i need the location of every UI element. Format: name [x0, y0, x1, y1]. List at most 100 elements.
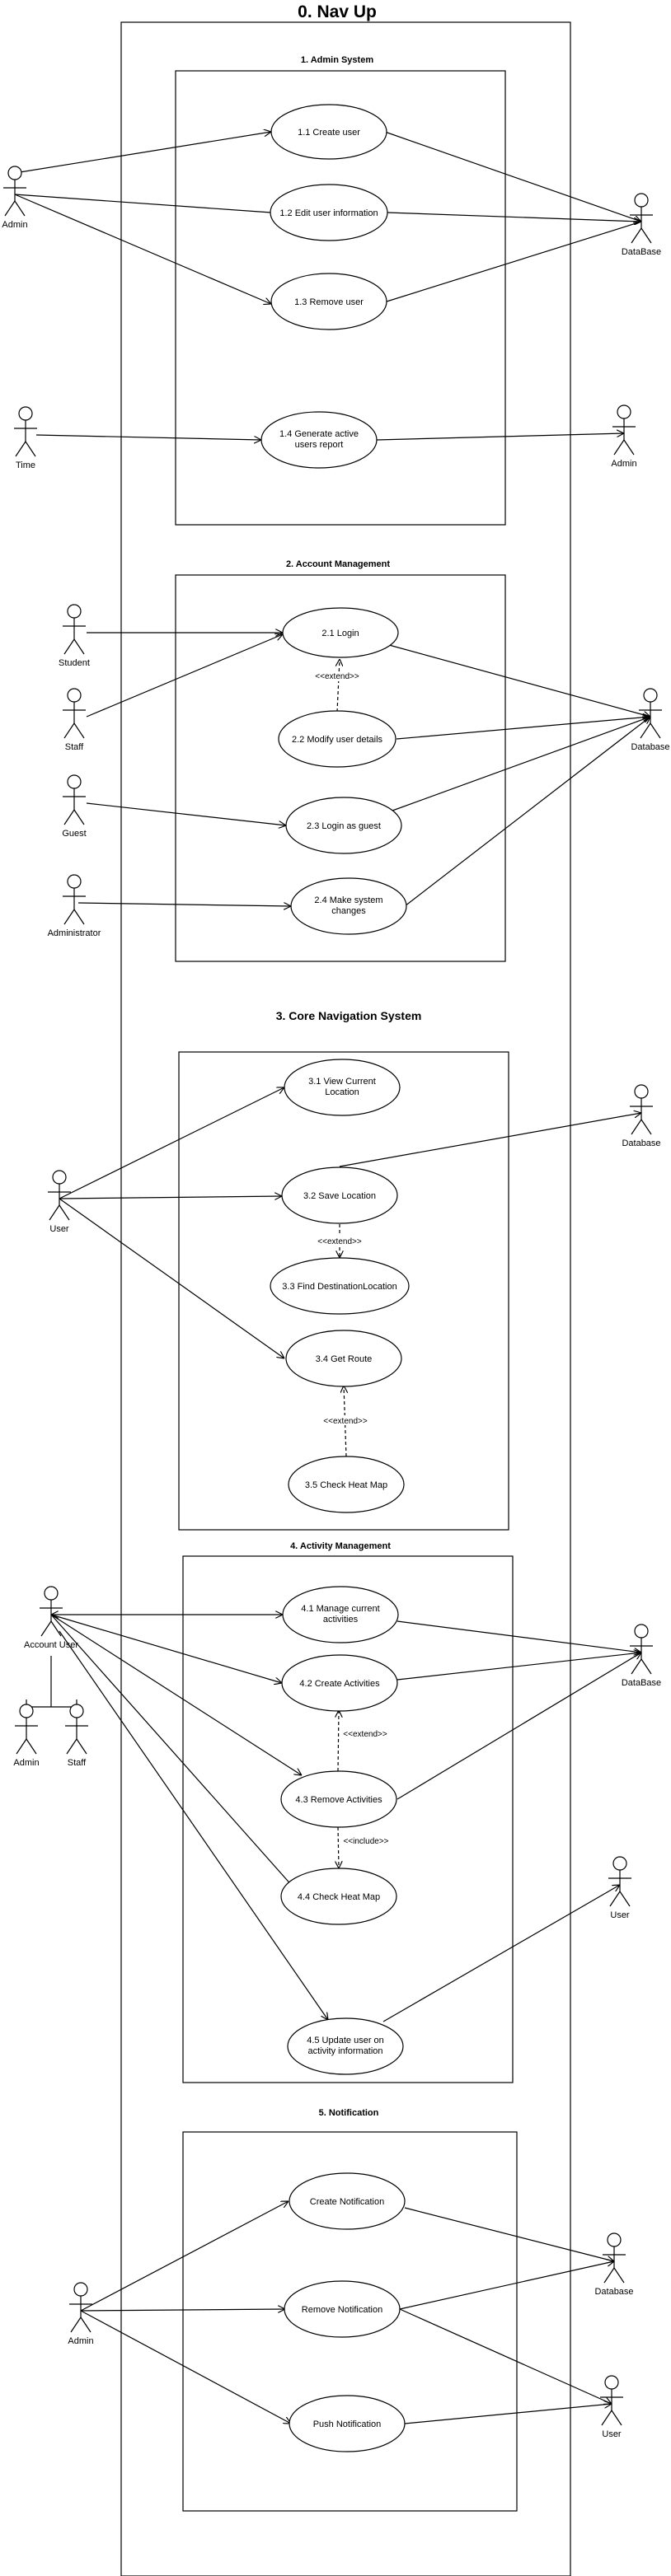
section-1-frame [175, 70, 506, 526]
actor-account-user[interactable]: Account User [24, 1586, 78, 1650]
svg-text:Push Notification: Push Notification [313, 2419, 382, 2429]
svg-text:3.4 Get Route: 3.4 Get Route [316, 1354, 373, 1364]
svg-text:3.2 Save Location: 3.2 Save Location [303, 1191, 376, 1201]
section-4-frame [182, 1555, 514, 2083]
actor-guest[interactable]: Guest [62, 774, 87, 839]
use-case-3-5[interactable]: 3.5 Check Heat Map [288, 1456, 405, 1513]
use-case-2-3[interactable]: 2.3 Login as guest [285, 797, 402, 854]
svg-text:2.2 Modify user details: 2.2 Modify user details [292, 735, 383, 745]
actor-database-4[interactable]: DataBase [622, 1624, 661, 1688]
actor-admin-1b[interactable]: Admin [611, 404, 637, 469]
actor-admin-1[interactable]: Admin [2, 166, 28, 230]
use-case-create-notification[interactable]: Create Notification [289, 2172, 406, 2230]
use-case-4-2[interactable]: 4.2 Create Activities [281, 1654, 398, 1712]
actor-admin-5-label: Admin [68, 2336, 93, 2346]
section-activity-management: 4. Activity Management <<extend>> <<incl… [50, 1541, 641, 2083]
use-case-3-3[interactable]: 3.3 Find DestinationLocation [270, 1257, 410, 1315]
section-2-frame [175, 574, 506, 962]
actor-database-1[interactable]: DataBase [622, 193, 661, 257]
actor-user-4[interactable]: User [608, 1856, 631, 1920]
actor-administrator-label: Administrator [48, 928, 101, 938]
svg-text:4.2 Create Activities: 4.2 Create Activities [299, 1679, 380, 1689]
use-case-1-3[interactable]: 1.3 Remove user [270, 273, 387, 330]
actor-database-3[interactable]: Database [622, 1084, 661, 1148]
svg-text:2.3 Login as guest: 2.3 Login as guest [307, 821, 381, 831]
actor-user-4-label: User [610, 1910, 630, 1920]
section-account-management: 2. Account Management <<extend>> 2.1 Log… [77, 559, 650, 962]
actor-user-5[interactable]: User [600, 2375, 623, 2439]
svg-text:2.1 Login: 2.1 Login [321, 629, 359, 638]
actor-user-5-label: User [602, 2429, 622, 2439]
extend-label-3b: <<extend>> [323, 1417, 368, 1426]
svg-text:1.1 Create user: 1.1 Create user [298, 128, 360, 138]
actor-admin-1-label: Admin [2, 220, 27, 230]
actor-database-1-label: DataBase [622, 247, 661, 257]
use-case-remove-notification[interactable]: Remove Notification [284, 2280, 401, 2338]
actor-database-5-label: Database [594, 2287, 633, 2297]
section-4-heading: 4. Activity Management [290, 1541, 391, 1551]
section-notification: 5. Notification Create Notification Remo… [80, 2108, 614, 2512]
actor-administrator[interactable]: Administrator [48, 874, 101, 938]
system-boundary [120, 21, 571, 2576]
actor-admin-1b-label: Admin [611, 459, 636, 469]
extend-label-4: <<extend>> [343, 1730, 387, 1739]
use-case-1-2[interactable]: 1.2 Edit user information [270, 184, 388, 241]
section-admin-system: 1. Admin System 1.1 Create user 1.2 Edit… [14, 55, 641, 526]
actor-account-user-label: Account User [24, 1640, 78, 1650]
actor-admin-5[interactable]: Admin [68, 2282, 94, 2346]
section-5-frame [182, 2131, 518, 2512]
section-core-navigation: 3. Core Navigation System <<extend>> <<e… [59, 1009, 641, 1531]
svg-text:4.4 Check Heat Map: 4.4 Check Heat Map [298, 1892, 380, 1902]
actor-student[interactable]: Student [59, 604, 90, 668]
actor-database-2[interactable]: Database [631, 688, 670, 752]
svg-text:1.2 Edit user information: 1.2 Edit user information [279, 208, 378, 218]
use-case-4-4[interactable]: 4.4 Check Heat Map [280, 1868, 397, 1925]
use-case-2-1[interactable]: 2.1 Login [282, 607, 399, 658]
use-case-push-notification[interactable]: Push Notification [289, 2395, 406, 2452]
actor-staff-label: Staff [65, 742, 84, 752]
actor-admin-4-label: Admin [13, 1758, 39, 1768]
actor-time[interactable]: Time [14, 406, 37, 470]
use-case-4-3[interactable]: 4.3 Remove Activities [280, 1770, 397, 1828]
use-case-1-1[interactable]: 1.1 Create user [270, 104, 387, 160]
diagram-title: 0. Nav Up [298, 2, 377, 21]
include-label-4: <<include>> [343, 1837, 388, 1846]
actor-database-4-label: DataBase [622, 1678, 661, 1688]
actor-staff-4[interactable]: Staff [65, 1704, 88, 1768]
svg-text:4.3 Remove Activities: 4.3 Remove Activities [295, 1795, 382, 1805]
actor-user-3[interactable]: User [48, 1170, 71, 1234]
actor-staff-4-label: Staff [68, 1758, 87, 1768]
actor-admin-4[interactable]: Admin [13, 1704, 40, 1768]
actor-student-label: Student [59, 658, 90, 668]
section-3-heading: 3. Core Navigation System [276, 1009, 422, 1022]
actor-database-5[interactable]: Database [594, 2232, 634, 2297]
actor-time-label: Time [16, 461, 35, 470]
extend-label-3a: <<extend>> [317, 1237, 362, 1246]
svg-text:3.5 Check Heat Map: 3.5 Check Heat Map [305, 1480, 387, 1490]
svg-text:Create Notification: Create Notification [310, 2197, 385, 2207]
svg-text:1.3 Remove user: 1.3 Remove user [294, 297, 364, 307]
section-3-frame [178, 1051, 509, 1531]
use-case-3-4[interactable]: 3.4 Get Route [285, 1330, 402, 1387]
actor-database-3-label: Database [622, 1138, 660, 1148]
actor-user-3-label: User [49, 1224, 69, 1234]
actor-staff[interactable]: Staff [63, 688, 86, 752]
svg-text:3.3 Find DestinationLocation: 3.3 Find DestinationLocation [282, 1282, 396, 1292]
section-2-heading: 2. Account Management [286, 559, 390, 569]
actor-guest-label: Guest [62, 829, 86, 839]
use-case-3-2[interactable]: 3.2 Save Location [281, 1166, 398, 1224]
generalization-tree [26, 1656, 77, 1708]
use-case-2-2[interactable]: 2.2 Modify user details [278, 710, 396, 768]
section-5-heading: 5. Notification [319, 2108, 379, 2118]
section-1-heading: 1. Admin System [301, 55, 373, 65]
